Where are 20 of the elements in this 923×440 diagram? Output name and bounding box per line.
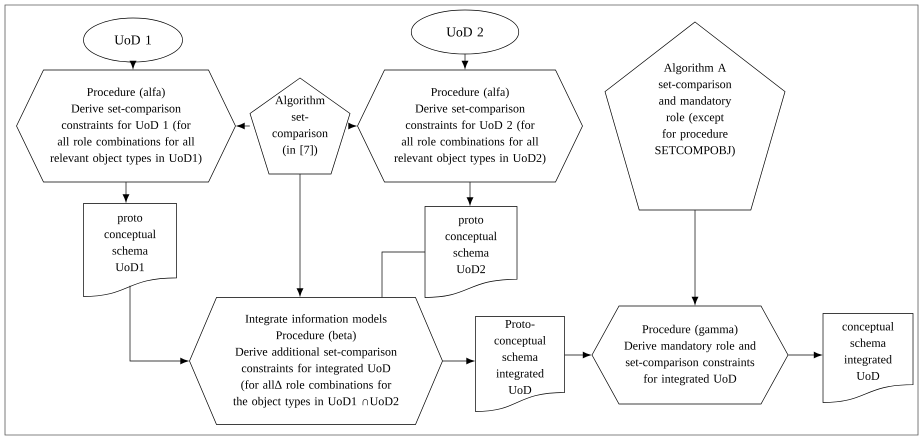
process-hexagon: Procedure (gamma) Derive mandatory role and set-comparison constraints for integrated UoD [592, 306, 788, 404]
arrow [130, 285, 188, 364]
arrow [348, 122, 356, 130]
arrow [692, 210, 698, 305]
arrow [564, 352, 591, 358]
arrow [788, 352, 822, 358]
arrow [466, 182, 474, 206]
arrow [122, 182, 130, 202]
ellipse-node: UoD 2 [410, 10, 520, 54]
arrow [296, 174, 304, 296]
ellipse-node: UoD 1 [83, 18, 183, 62]
algorithm-pentagon: Algorithm A set-comparison and mandatory role (except for procedure SETCOMPOBJ) [604, 22, 786, 210]
process-hexagon: Procedure (alfa) Derive set-comparison constraints for UoD 2 (for all role combinations for all relevant object types in UoD2) [357, 70, 583, 182]
arrow [442, 358, 474, 364]
arrow [130, 60, 136, 69]
process-hexagon: Integrate information models Procedure (beta) Derive additional set-comparison constraints for integrated UoD (for all∆ role combinations for the object types in UoD1 ∩UoD2 [189, 297, 443, 425]
algorithm-pentagon: Algorithm set-comparison (in [7]) [250, 78, 350, 174]
process-hexagon: Procedure (alfa) Derive set-comparison constraints for UoD 1 (for all role combinations for all relevant object types in UoD1) [16, 70, 236, 182]
arrow [236, 122, 250, 130]
arrow [462, 54, 468, 69]
